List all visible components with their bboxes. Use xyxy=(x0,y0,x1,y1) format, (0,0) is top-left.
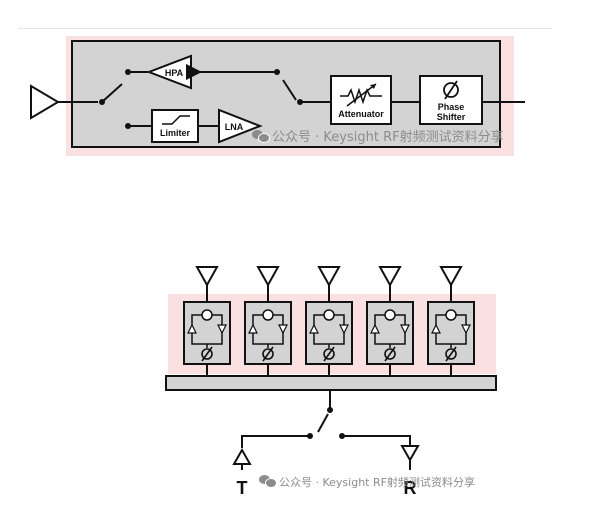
chat-icon xyxy=(252,130,270,143)
module-circuit xyxy=(187,309,227,348)
array-element-5 xyxy=(427,266,475,376)
limiter-block: Limiter xyxy=(151,109,199,143)
module-circuit xyxy=(309,309,349,348)
watermark-bottom: 公众号 · Keysight RF射频测试资料分享 xyxy=(259,474,475,490)
antenna-icon xyxy=(195,266,219,302)
antenna-icon xyxy=(439,266,463,302)
module-circuit xyxy=(431,309,471,348)
receive-label: R xyxy=(404,478,417,498)
receive-line xyxy=(342,435,411,446)
array-elements xyxy=(183,266,475,376)
chat-icon xyxy=(259,475,277,488)
limiter-label: Limiter xyxy=(160,128,191,138)
phase-shifter-block: Phase Shifter xyxy=(419,75,483,125)
attenuator-block: Attenuator xyxy=(330,75,392,125)
watermark-top: 公众号 · Keysight RF射频测试资料分享 xyxy=(252,126,504,145)
phase-shifter-icon xyxy=(445,346,457,362)
tr-module-top: HPA Limiter LNA Attenuator xyxy=(30,36,525,156)
array-element-2 xyxy=(244,266,292,376)
array-element-4 xyxy=(366,266,414,376)
phase-shifter-label-line1: Phase xyxy=(438,102,465,112)
array-element-1 xyxy=(183,266,231,376)
array-element-3 xyxy=(305,266,353,376)
hpa-label: HPA xyxy=(165,68,184,78)
receive-port: R xyxy=(400,445,420,498)
transmit-port: T xyxy=(232,447,252,498)
phase-shifter-icon xyxy=(443,80,459,100)
phased-array-bottom: T R xyxy=(165,266,497,498)
lna-label: LNA xyxy=(225,122,244,132)
antenna-icon xyxy=(378,266,402,302)
transmit-line xyxy=(241,435,310,448)
phase-shifter-icon xyxy=(323,346,335,362)
antenna-icon xyxy=(256,266,280,302)
array-tr-switch xyxy=(307,390,345,439)
page-divider xyxy=(18,28,552,29)
phase-shifter-label-line2: Shifter xyxy=(437,112,466,122)
transmit-label: T xyxy=(237,478,248,498)
lna-amplifier: LNA xyxy=(218,108,263,144)
phase-shifter-icon xyxy=(201,346,213,362)
module-circuit xyxy=(370,309,410,348)
combiner-bar xyxy=(165,375,497,391)
module-circuit xyxy=(248,309,288,348)
phase-shifter-icon xyxy=(262,346,274,362)
antenna-icon xyxy=(30,84,98,120)
phase-shifter-icon xyxy=(384,346,396,362)
antenna-icon xyxy=(317,266,341,302)
attenuator-label: Attenuator xyxy=(338,109,384,119)
